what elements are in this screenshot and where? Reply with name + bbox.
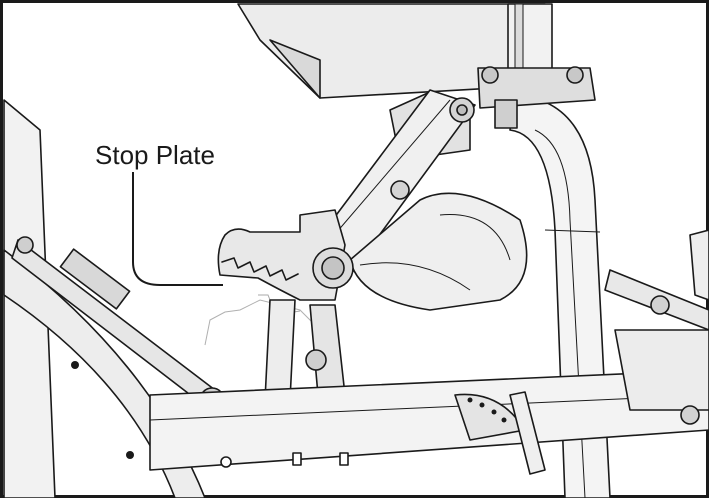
pivot-bolt bbox=[312, 247, 354, 289]
adjustment-quadrant bbox=[454, 391, 546, 475]
right-edge-piece bbox=[689, 229, 709, 301]
right-cylinder bbox=[604, 269, 709, 425]
top-bracket bbox=[477, 66, 596, 129]
crossmember bbox=[149, 369, 709, 471]
casting bbox=[349, 192, 528, 311]
callout-label: Stop Plate bbox=[95, 140, 215, 170]
stop-plate bbox=[204, 209, 346, 381]
callout-label-bg bbox=[92, 136, 242, 172]
callout-leader-line bbox=[132, 168, 223, 286]
